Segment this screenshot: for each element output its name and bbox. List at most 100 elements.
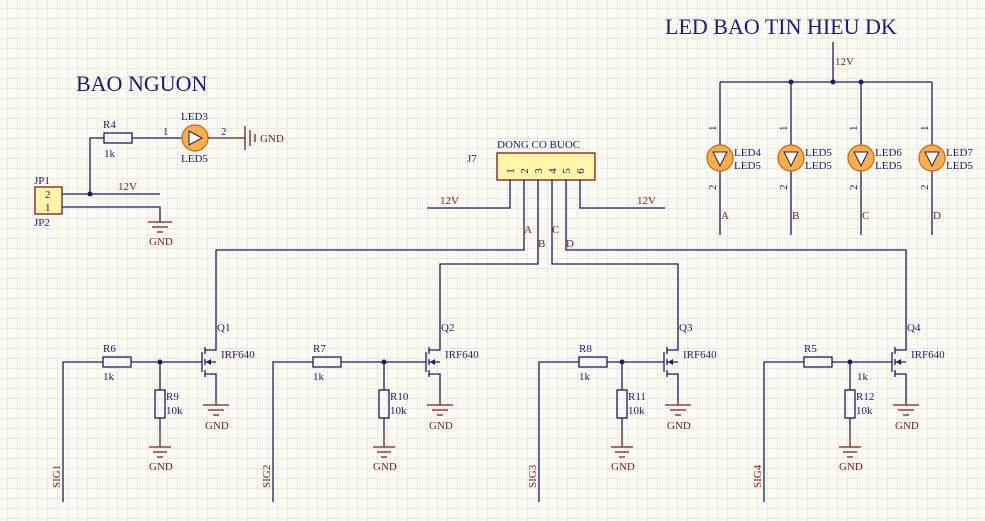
pulldown-resistor[interactable]: [616, 389, 628, 419]
pulldown-resistor[interactable]: [378, 389, 390, 419]
gate-resistor-ref: R6: [103, 343, 116, 355]
mosfet-1[interactable]: [196, 340, 217, 400]
pulldown-resistor-ref: R9: [166, 391, 179, 403]
gnd-label: GND: [149, 461, 173, 473]
wire-gnd-power: [62, 206, 161, 222]
mosfet-part: IRF640: [683, 349, 717, 361]
gate-resistor[interactable]: [102, 356, 132, 368]
led-arrow-icon: [924, 151, 940, 168]
wire-12v-bus: [720, 42, 932, 83]
gnd-label: GND: [429, 420, 453, 432]
pulldown-resistor-value: 10k: [628, 405, 645, 417]
gnd-symbol: [427, 400, 453, 416]
pulldown-resistor-value: 10k: [166, 405, 183, 417]
net-label-12v-right: 12V: [637, 195, 656, 207]
signal-label: SIG1: [51, 465, 63, 488]
led3[interactable]: [181, 124, 209, 152]
wire-j7-pin6-12v: [579, 180, 665, 209]
gnd-label: GND: [611, 461, 635, 473]
phase-label-b: B: [538, 238, 545, 250]
led-value-label: LED5: [734, 160, 761, 172]
wire-signal: [538, 361, 579, 502]
net-label-12v-led-bus: 12V: [835, 56, 854, 68]
j7-pin-labels: 1 2 3 4 5 6: [505, 168, 587, 174]
mosfet-ref: Q2: [441, 322, 454, 334]
mosfet-part: IRF640: [221, 349, 255, 361]
signal-label: SIG2: [261, 465, 273, 488]
gate-resistor-value: 1k: [579, 371, 591, 383]
pulldown-resistor-ref: R12: [856, 391, 874, 403]
jp1-pin-2-label: 2: [45, 189, 51, 201]
mosfet-4[interactable]: [886, 340, 907, 400]
signal-label: SIG3: [527, 464, 539, 488]
net-label-12v-power: 12V: [118, 181, 137, 193]
wire-signal: [272, 361, 313, 502]
gnd-symbol: [893, 400, 919, 416]
wire-to-r4: [89, 137, 104, 194]
gate-resistor-ref: R8: [579, 343, 592, 355]
signal-led-section-title: LED BAO TIN HIEU DK: [665, 14, 897, 39]
power-connector-jp1[interactable]: 2 1: [34, 186, 63, 215]
led-arrow-icon: [853, 151, 869, 168]
power-section-title: BAO NGUON: [76, 71, 208, 96]
gate-resistor-ref: R5: [804, 343, 817, 355]
wire-signal: [763, 361, 804, 502]
gnd-label: GND: [667, 420, 691, 432]
led3-value-label: LED5: [181, 153, 208, 165]
r4-ref-label: R4: [103, 119, 116, 131]
mosfet-symbol: [420, 340, 441, 400]
wire-j7-pin1-12v: [427, 180, 511, 209]
led-net-label: A: [721, 210, 729, 222]
gnd-label: GND: [373, 461, 397, 473]
gnd-symbol-led3: [244, 126, 256, 150]
led-pin2-label: 2: [707, 185, 719, 191]
gate-resistor[interactable]: [312, 356, 342, 368]
net-label-12v-left: 12V: [440, 195, 459, 207]
motor-connector-j7[interactable]: [496, 152, 596, 181]
mosfet-symbol: [886, 340, 907, 400]
jp1-ref-label: JP1: [34, 175, 50, 187]
pulldown-resistor[interactable]: [844, 389, 856, 419]
led-pin1-label: 1: [707, 126, 719, 132]
j7-pin-label: 1: [505, 168, 517, 174]
phase-label-c: C: [552, 224, 559, 236]
pulldown-resistor[interactable]: [154, 389, 166, 419]
mosfet-2[interactable]: [420, 340, 441, 400]
gnd-label-led3: GND: [260, 133, 284, 145]
mosfet-arrow-icon: [206, 359, 211, 365]
led-arrow-icon: [712, 151, 728, 168]
led-net-label: B: [792, 210, 799, 222]
gnd-label-power: GND: [149, 236, 173, 248]
junction-dot: [830, 79, 836, 85]
gate-resistor[interactable]: [578, 356, 608, 368]
led3-pin1-label: 1: [163, 126, 169, 138]
j7-ref-label: J7: [467, 153, 477, 165]
led3-ref-label: LED3: [181, 111, 208, 123]
led-pin2-label: 2: [848, 185, 860, 191]
wire-phase-d: [565, 180, 907, 340]
resistor-r4[interactable]: [103, 132, 133, 144]
wire-phase-b: [439, 180, 539, 340]
gnd-symbol: [373, 430, 395, 458]
pulldown-resistor-ref: R11: [628, 391, 646, 403]
mosfet-symbol: [658, 340, 679, 400]
gate-resistor-value: 1k: [313, 371, 325, 383]
led-net-label: C: [862, 210, 869, 222]
led-pin1-label: 1: [848, 126, 860, 132]
gate-resistor[interactable]: [803, 356, 833, 368]
led-value-label: LED5: [875, 160, 902, 172]
led-ref-label: LED5: [805, 147, 832, 159]
gate-resistor-value: 1k: [103, 371, 115, 383]
mosfet-3[interactable]: [658, 340, 679, 400]
j7-pin-label: 5: [561, 168, 573, 174]
led-value-label: LED5: [805, 160, 832, 172]
jp1-name-label: JP2: [34, 217, 50, 229]
